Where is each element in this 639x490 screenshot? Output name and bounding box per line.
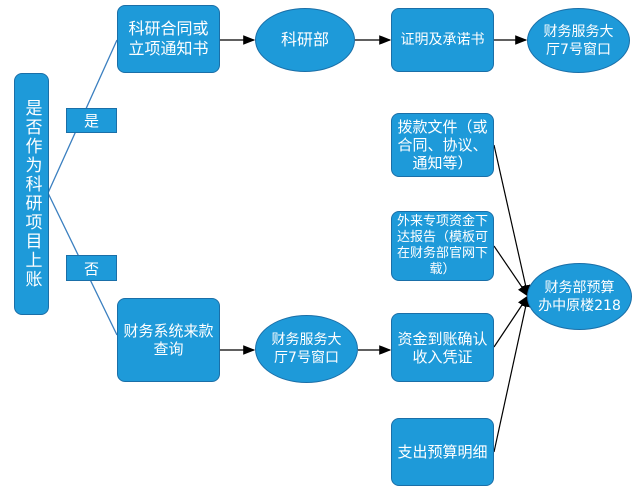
finance-system-query-node: 财务系统来款查询	[117, 298, 220, 382]
finance-hall-window-node-2: 财务服务大厅7号窗口	[255, 315, 358, 383]
external-funding-report-node: 外来专项资金下达报告（模板可在财务部官网下载）	[391, 211, 494, 281]
budget-office-node: 财务部预算办中原楼218	[527, 263, 632, 330]
research-contract-node: 科研合同或立项通知书	[117, 5, 220, 73]
certificate-node: 证明及承诺书	[391, 8, 494, 72]
no-label: 否	[66, 255, 117, 281]
expense-budget-node: 支出预算明细	[391, 418, 494, 486]
arrow	[493, 144, 531, 298]
receipt-confirmation-node: 资金到账确认收入凭证	[391, 313, 494, 382]
arrow	[493, 294, 531, 453]
yes-label: 是	[66, 108, 117, 133]
decision-node: 是否作为科研项目上账	[14, 73, 49, 315]
research-dept-node: 科研部	[255, 8, 355, 72]
funding-document-node: 拨款文件（或合同、协议、通知等）	[391, 113, 494, 177]
finance-hall-window-node: 财务服务大厅7号窗口	[527, 8, 630, 73]
arrow	[493, 245, 529, 297]
